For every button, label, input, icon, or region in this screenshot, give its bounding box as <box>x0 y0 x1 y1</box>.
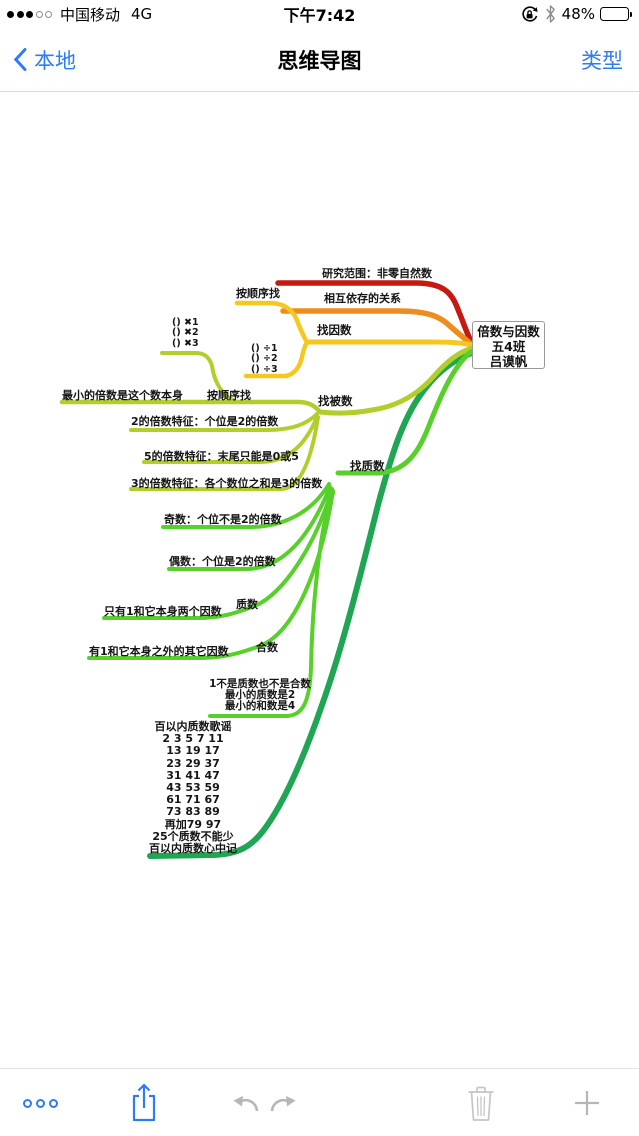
add-button[interactable] <box>571 1069 603 1136</box>
bluetooth-icon <box>545 5 555 23</box>
signal-strength-icon <box>7 10 52 18</box>
network-label: 4G <box>131 5 153 23</box>
branch-multiple-in-order <box>59 399 323 415</box>
node-division-list[interactable]: () ÷1 () ÷2 () ÷3 <box>251 343 278 375</box>
status-bar: 中国移动 4G 下午7:42 48% <box>0 0 639 28</box>
node-composite[interactable]: 合数 <box>256 641 278 654</box>
share-icon <box>132 1083 156 1122</box>
battery-icon <box>600 7 632 21</box>
branch-find-primes <box>335 348 475 476</box>
node-odd[interactable]: 奇数：个位不是2的倍数 <box>164 513 282 526</box>
delete-button[interactable] <box>463 1069 499 1136</box>
node-rule-5[interactable]: 5的倍数特征：末尾只能是0或5 <box>144 450 299 463</box>
node-prime-poem[interactable]: 百以内质数歌谣 2 3 5 7 11 13 19 17 23 29 37 31 … <box>149 720 237 856</box>
node-find-primes[interactable]: 找质数 <box>350 459 385 473</box>
navigation-bar: 本地 思维导图 类型 <box>0 28 639 92</box>
trash-icon <box>468 1086 494 1121</box>
rotation-lock-icon <box>521 5 538 22</box>
carrier-label: 中国移动 <box>60 5 121 24</box>
page-title: 思维导图 <box>277 48 362 73</box>
plus-icon <box>575 1091 599 1115</box>
redo-button[interactable] <box>266 1069 300 1136</box>
bottom-toolbar <box>0 1068 639 1136</box>
back-button[interactable]: 本地 <box>14 45 76 75</box>
node-prime[interactable]: 质数 <box>236 598 258 611</box>
node-composite-definition[interactable]: 有1和它本身之外的其它因数 <box>89 645 229 658</box>
share-button[interactable] <box>126 1069 162 1136</box>
type-button[interactable]: 类型 <box>581 48 623 73</box>
more-button[interactable] <box>18 1069 62 1136</box>
clock: 下午7:42 <box>283 6 356 25</box>
more-icon <box>22 1098 58 1108</box>
root-node[interactable]: 倍数与因数 五4班 吕谟帆 <box>472 321 545 369</box>
back-button-label: 本地 <box>34 48 76 73</box>
redo-icon <box>270 1096 296 1112</box>
chevron-left-icon <box>14 48 27 71</box>
node-find-factors[interactable]: 找因数 <box>317 323 352 337</box>
node-find-multiples[interactable]: 找被数 <box>318 394 353 408</box>
node-rule-3[interactable]: 3的倍数特征：各个数位之和是3的倍数 <box>131 477 323 490</box>
battery-percent: 48% <box>561 5 595 23</box>
node-research-scope[interactable]: 研究范围：非零自然数 <box>322 267 432 280</box>
node-in-order-multiple[interactable]: 按顺序找 <box>207 389 251 402</box>
branch-interdependent <box>280 308 474 347</box>
branch-factor-in-order <box>234 300 310 345</box>
node-in-order-factor[interactable]: 按顺序找 <box>236 287 280 300</box>
node-multiplication-list[interactable]: () ✖1 () ✖2 () ✖3 <box>172 317 199 349</box>
node-even[interactable]: 偶数：个位是2的倍数 <box>169 555 276 568</box>
node-prime-note[interactable]: 1不是质数也不是合数 最小的质数是2 最小的和数是4 <box>209 678 311 712</box>
undo-icon <box>233 1096 259 1112</box>
node-smallest-multiple[interactable]: 最小的倍数是这个数本身 <box>62 389 183 402</box>
node-interdependent[interactable]: 相互依存的关系 <box>324 292 401 305</box>
undo-button[interactable] <box>229 1069 263 1136</box>
branch-find-factors <box>304 339 475 348</box>
node-prime-definition[interactable]: 只有1和它本身两个因数 <box>104 605 222 618</box>
node-rule-2[interactable]: 2的倍数特征：个位是2的倍数 <box>131 415 279 428</box>
